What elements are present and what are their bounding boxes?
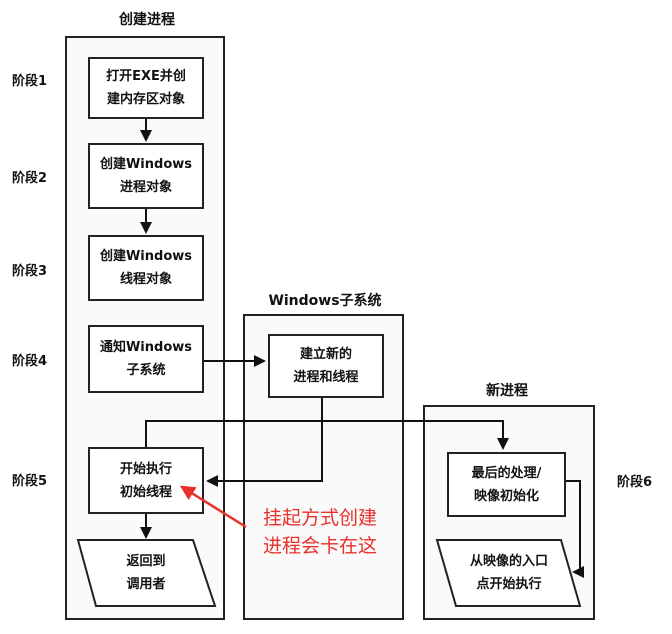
box-line: 最后的处理/ [471,465,542,481]
setup-new-process-box: 建立新的 进程和线程 [268,334,384,398]
stage-5-label: 阶段5 [12,474,48,489]
box-line: 创建Windows [99,157,193,172]
box-line: 返回到 [126,554,166,569]
box-line: 打开EXE并创 [106,69,186,84]
create-process-title: 创建进程 [119,12,175,28]
entry-point-shape [435,539,582,607]
arrow-thread-to-new-process [145,420,509,450]
annotation-line: 进程会卡在这 [263,535,378,557]
box-line: 调用者 [126,577,166,592]
create-thread-object-box: 创建Windows 线程对象 [88,235,204,301]
box-line: 建立新的 [299,347,352,362]
start-initial-thread-box: 开始执行 初始线程 [88,447,204,514]
open-exe-box: 打开EXE并创 建内存区对象 [88,57,204,119]
stage-6-label: 阶段6 [617,475,653,490]
notify-subsystem-box: 通知Windows 子系统 [88,325,204,393]
box-line: 建内存区对象 [106,92,185,107]
arrow-subsystem-to-thread [206,398,323,487]
box-line: 开始执行 [119,461,172,477]
new-process-title: 新进程 [486,383,528,399]
arrow-init-to-entry [566,480,584,578]
box-line: 映像初始化 [473,488,539,504]
final-init-box: 最后的处理/ 映像初始化 [447,452,566,517]
box-line: 初始线程 [119,484,172,500]
box-line: 点开始执行 [476,577,542,592]
return-caller-shape [76,539,217,607]
suspended-annotation: 挂起方式创建 进程会卡在这 [263,504,377,560]
windows-subsystem-title: Windows子系统 [268,293,382,309]
stage-4-label: 阶段4 [12,354,48,369]
return-to-caller: 返回到 调用者 [88,540,204,606]
annotation-line: 挂起方式创建 [263,507,378,529]
stage-3-label: 阶段3 [12,264,48,279]
create-process-object-box: 创建Windows 进程对象 [88,143,204,209]
entry-point-start: 从映像的入口 点开始执行 [450,540,568,606]
box-line: 子系统 [126,363,166,378]
box-line: 从映像的入口 [469,554,548,569]
box-line: 创建Windows [99,249,193,264]
box-line: 线程对象 [119,272,172,287]
stage-1-label: 阶段1 [12,74,48,89]
box-line: 进程和线程 [293,370,359,385]
box-line: 进程对象 [119,180,172,195]
annotation-arrow [179,485,247,529]
box-line: 通知Windows [99,340,193,355]
stage-2-label: 阶段2 [12,171,48,186]
